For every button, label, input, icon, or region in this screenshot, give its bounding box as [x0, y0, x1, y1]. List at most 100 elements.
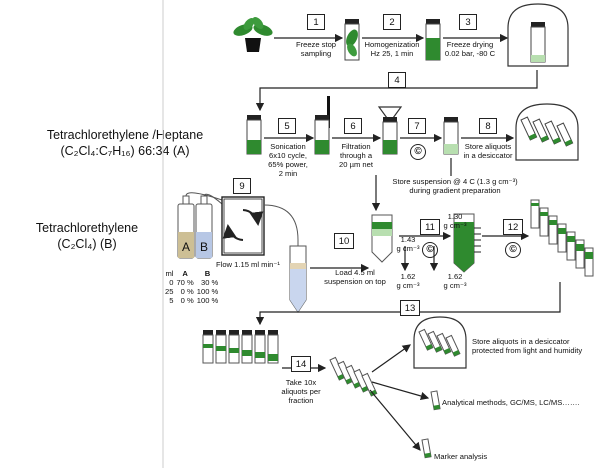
step-10-line-1: Load 4.5 ml — [335, 268, 375, 277]
gradient-tube-icon — [289, 245, 307, 313]
bottle-b-letter: B — [199, 240, 208, 254]
step-10-line-2: suspension on top — [324, 277, 386, 286]
step-6-line-1: Filtration — [341, 142, 371, 151]
store-output-label: Store aliquots in a desiccator protected… — [472, 337, 582, 355]
solvent-a-name: Tetrachlorethylene /Heptane — [46, 128, 204, 142]
step-3-label: Freeze drying 0.02 bar, -80 C — [436, 40, 504, 58]
step-6-label: Filtration through a 20 µm net — [331, 142, 381, 169]
mix-header-a: A — [182, 269, 188, 278]
marker-analysis-label: Marker analysis — [434, 452, 488, 461]
step-8-line-2: in a desiccator — [463, 151, 513, 160]
step-1-label: Freeze stop sampling — [283, 40, 349, 58]
tubing-out — [263, 204, 299, 248]
centrifuge-icon-7: © — [410, 144, 426, 160]
vial-sonication-icon — [314, 96, 330, 155]
desiccator-aliquots-icon — [515, 103, 579, 161]
step-1-number: 1 — [307, 14, 325, 30]
solvent-b-formula: (C₂Cl₄) (B) — [57, 237, 117, 251]
step-2-label: Homogenization Hz 25, 1 min — [359, 40, 425, 58]
step-3-line-1: Freeze drying — [446, 40, 494, 49]
step-7-number: 7 — [408, 118, 426, 134]
connector-row1-row2 — [255, 70, 538, 112]
step-8-line-1: Store aliquots — [464, 142, 512, 151]
step-5-line-2: 6x10 cycle, — [269, 151, 307, 160]
analytical-methods-label: Analytical methods, GC/MS, LC/MS……. — [442, 398, 580, 407]
store-suspension-line-2: during gradient preparation — [409, 186, 501, 195]
step-8-label: Store aliquots in a desiccator — [458, 142, 518, 160]
step-5-line-3: 65% power, — [268, 160, 308, 169]
funnel-filter-icon — [377, 106, 403, 155]
step-5-number: 5 — [278, 118, 296, 134]
centrifuge-icon-11: © — [422, 242, 438, 258]
density-143-value: 1.43 — [400, 235, 416, 244]
store-output-line-1: Store aliquots in a desiccator — [472, 337, 570, 346]
density-130-unit: g cm⁻³ — [443, 221, 467, 230]
step-14-label: Take 10x aliquots per fraction — [272, 378, 330, 405]
mix-header-ml: ml — [165, 269, 174, 278]
store-suspension-label: Store suspension @ 4 C (1.3 g cm⁻³) duri… — [380, 177, 530, 195]
flow-rate-label: Flow 1.15 ml min⁻¹ — [216, 260, 280, 269]
vial-leaves-icon — [344, 19, 360, 61]
step-9-number: 9 — [233, 178, 251, 194]
solvent-a-label: Tetrachlorethylene /Heptane (C₂Cl₄:C₇H₁₆… — [40, 127, 210, 159]
vial-resuspended-icon — [246, 115, 262, 155]
density-162-b: 1.62 g cm⁻³ — [441, 272, 469, 290]
step-3-number: 3 — [459, 14, 477, 30]
step-2-line-1: Homogenization — [364, 40, 420, 49]
step-2-line-2: Hz 25, 1 min — [370, 49, 414, 58]
density-162a-value: 1.62 — [400, 272, 416, 281]
mix-cell: 70 % — [176, 278, 194, 287]
marker-tube-icon — [421, 438, 432, 459]
mix-cell: 30 % — [201, 278, 219, 287]
density-162b-unit: g cm⁻³ — [443, 281, 467, 290]
graduated-tube-icon — [453, 213, 481, 273]
step-8-number: 8 — [479, 118, 497, 134]
mix-header-b: B — [204, 269, 211, 278]
density-130-value: 1.30 — [447, 212, 463, 221]
step-5-line-4: 2 min — [278, 169, 298, 178]
centrifuge-icon-12: © — [505, 242, 521, 258]
solvent-a-formula: (C₂Cl₄:C₇H₁₆) 66:34 (A) — [60, 144, 190, 158]
step-3-line-2: 0.02 bar, -80 C — [444, 49, 496, 58]
step-12-number: 12 — [503, 219, 523, 235]
loaded-tube-icon — [371, 214, 393, 263]
density-162-a: 1.62 g cm⁻³ — [394, 272, 422, 290]
density-143: 1.43 g cm⁻³ — [394, 235, 422, 253]
density-143-unit: g cm⁻³ — [396, 244, 420, 253]
analytical-tube-icon — [430, 390, 441, 411]
step-6-line-3: 20 µm net — [339, 160, 373, 169]
vial-filtrate-icon — [443, 117, 459, 155]
store-suspension-line-1: Store suspension @ 4 C (1.3 g cm⁻³) — [392, 177, 518, 186]
bottle-a-letter: A — [181, 240, 190, 254]
solvent-b-name: Tetrachlorethylene — [35, 221, 139, 235]
mix-cell: 0 % — [180, 296, 194, 305]
vial-homogenate-icon — [425, 19, 441, 61]
tubing-a — [185, 192, 223, 201]
step-10-label: Load 4.5 ml suspension on top — [320, 268, 390, 286]
tubing-b — [203, 193, 223, 205]
step-14-line-1: Take 10x — [285, 378, 317, 387]
mix-cell: 100 % — [196, 287, 219, 296]
density-162b-value: 1.62 — [447, 272, 463, 281]
step-5-line-1: Sonication — [270, 142, 306, 151]
mix-cell: 5 — [169, 296, 174, 305]
store-output-line-2: protected from light and humidity — [472, 346, 583, 355]
bottle-b-icon — [195, 195, 213, 259]
fraction-vials-icon — [202, 330, 279, 364]
bottle-a-icon — [177, 195, 195, 259]
plant-icon — [233, 17, 273, 52]
density-130: 1.30 g cm⁻³ — [441, 212, 469, 230]
step-1-line-1: Freeze stop — [295, 40, 337, 49]
step-14-number: 14 — [291, 356, 311, 372]
step-14-line-2: aliquots per — [281, 387, 321, 396]
mix-cell: 25 — [165, 287, 174, 296]
step-2-number: 2 — [383, 14, 401, 30]
pump-icon — [221, 196, 265, 256]
aliquot-tubes-icon — [329, 356, 378, 397]
mix-cell: 0 % — [180, 287, 194, 296]
step-13-number: 13 — [400, 300, 420, 316]
desiccator-final-icon — [413, 316, 467, 369]
step-5-label: Sonication 6x10 cycle, 65% power, 2 min — [262, 142, 314, 178]
